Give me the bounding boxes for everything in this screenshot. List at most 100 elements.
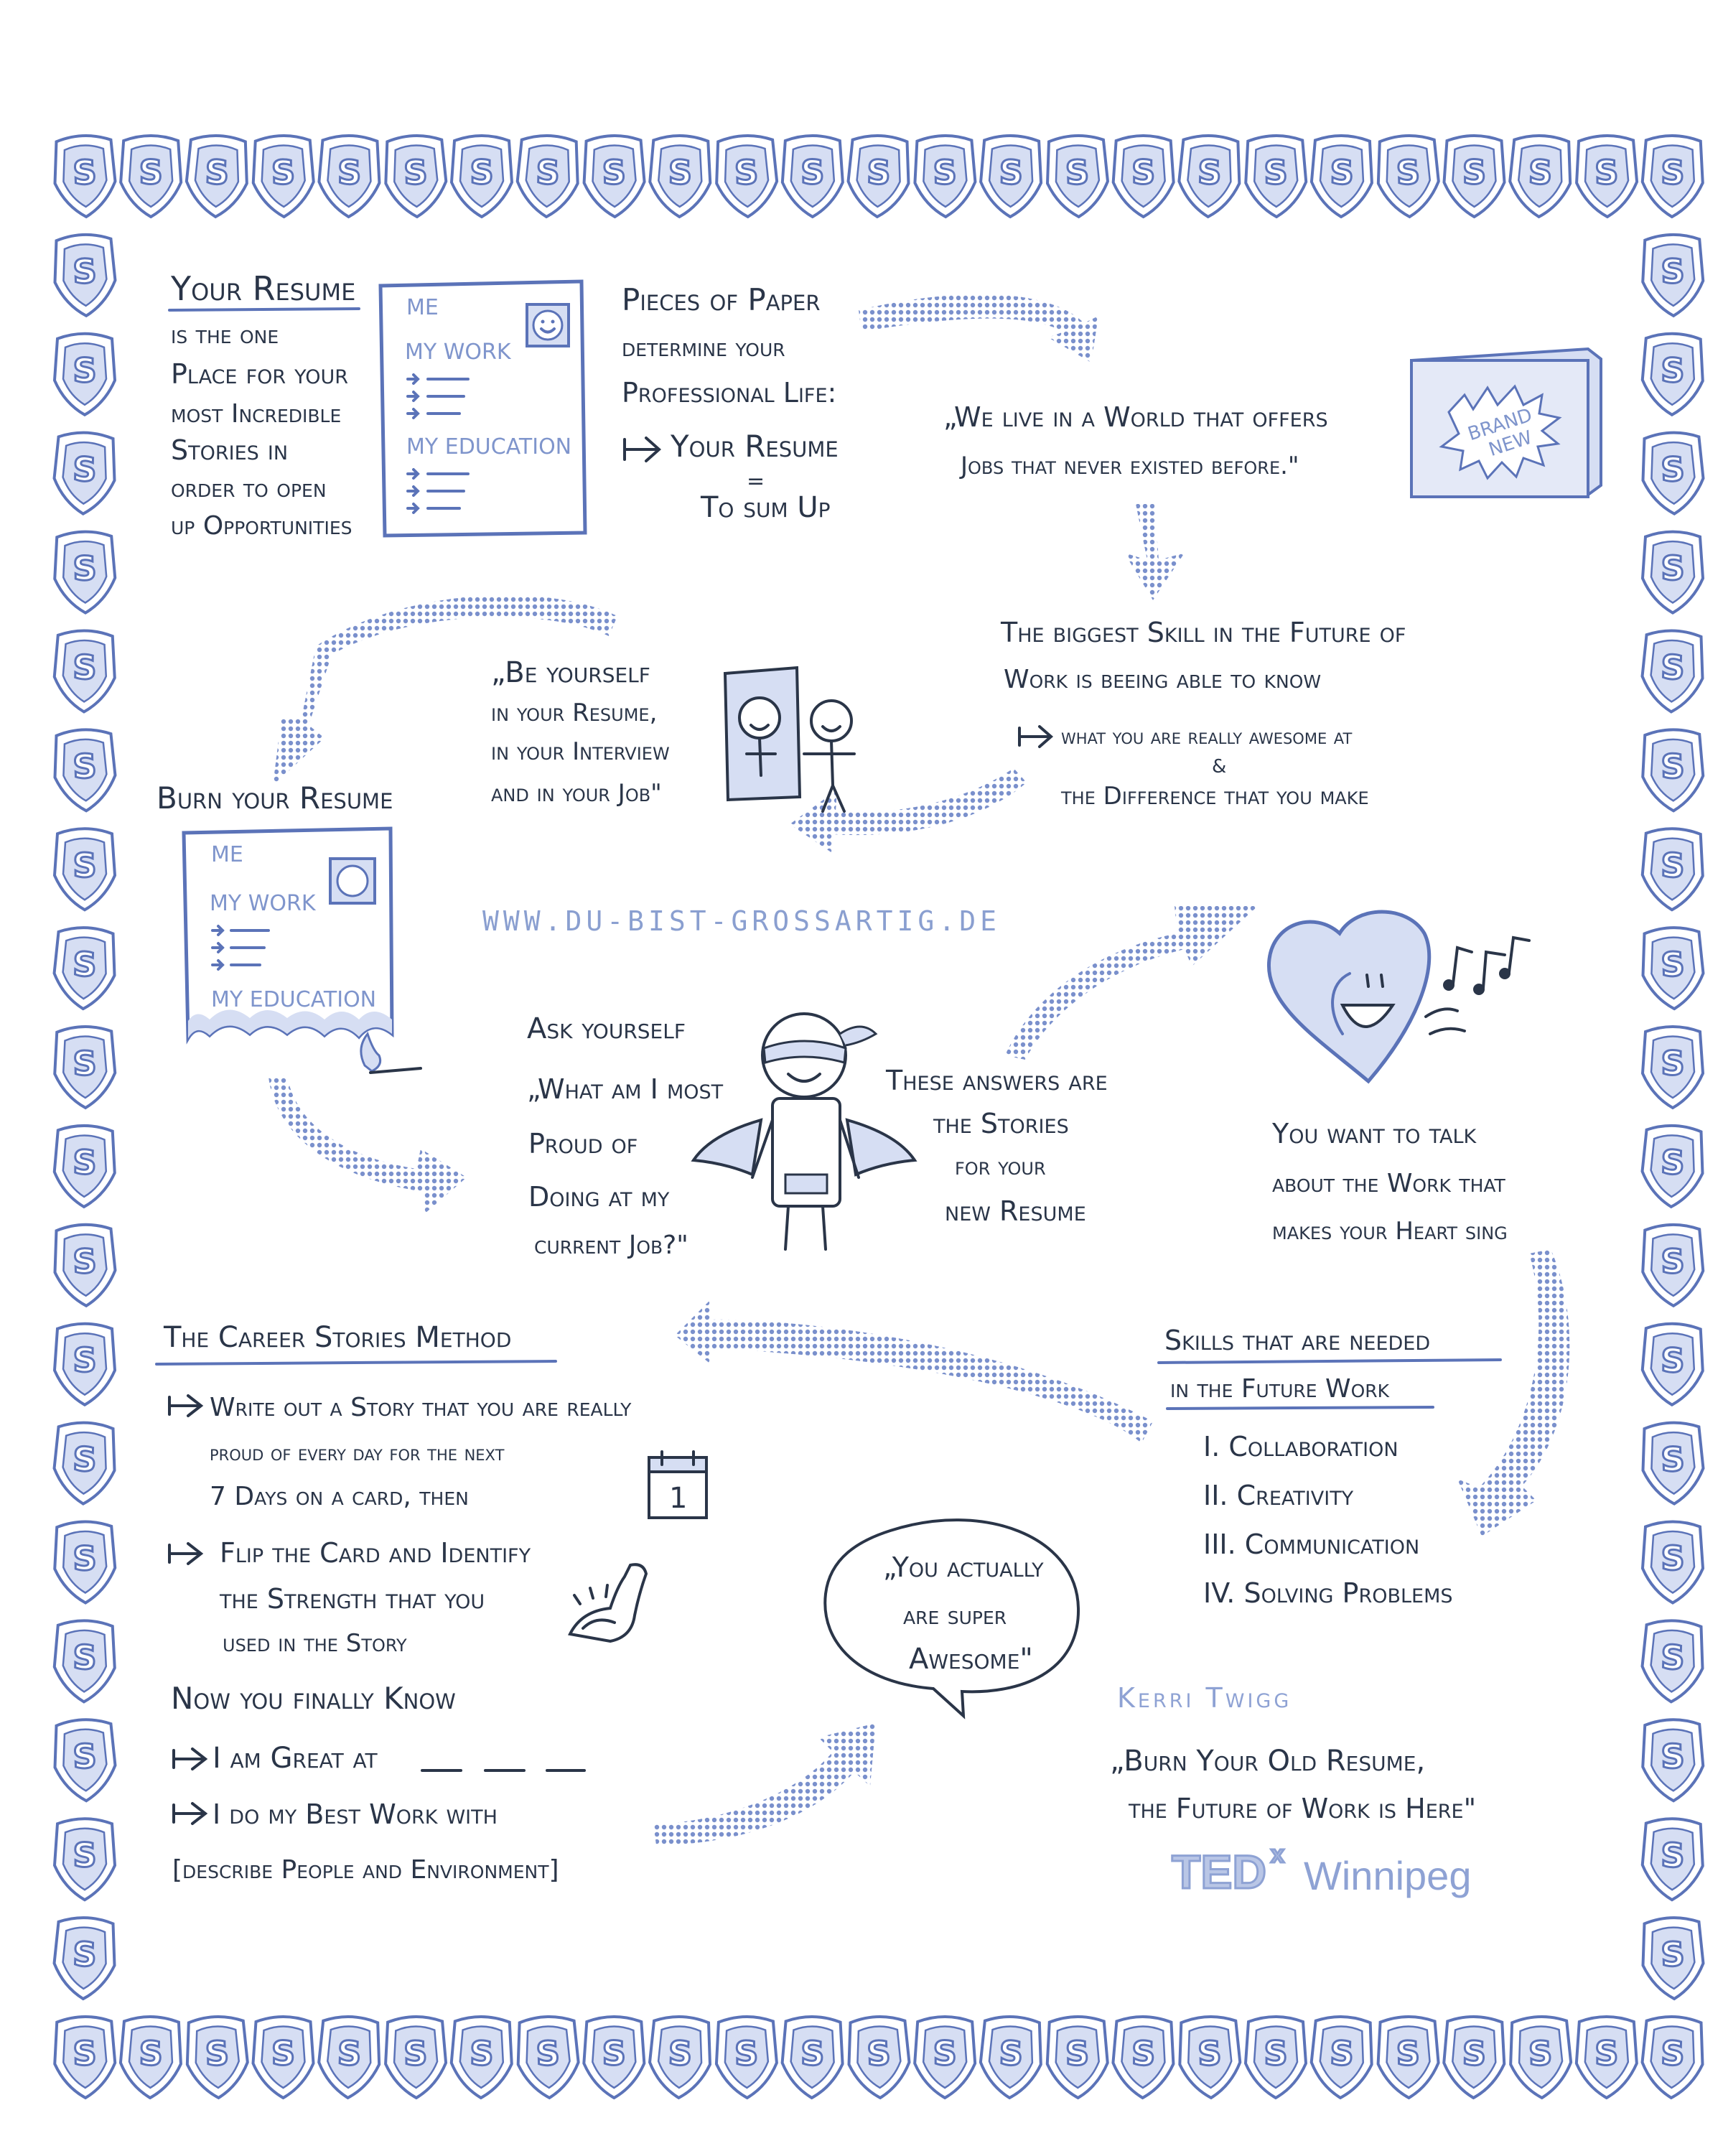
badge-letter: S [1661,1340,1685,1380]
badge-icon: S [53,332,116,416]
badge-letter: S [1396,2034,1420,2073]
pieces-line: Your Resume [670,429,839,464]
method-step-line: Write out a Story that you are really [210,1393,632,1422]
skills-needed-block: Skills that are needed in the Future Wor… [1157,1325,1502,1609]
badge-letter: S [1660,1439,1685,1479]
smiley-icon [336,864,369,897]
badge-letter: S [73,1638,97,1677]
heart-talk-line: makes your Heart sing [1272,1217,1508,1246]
badge-letter: S [337,153,362,192]
badge-icon: S [185,135,248,218]
method-know: Now you finally Know [171,1681,456,1716]
skill-item: IV. Solving Problems [1203,1577,1453,1609]
burn-card-work: MY WORK [210,891,317,916]
method-best: I do my Best Work with [213,1798,498,1830]
singing-heart-icon [1267,910,1531,1084]
badge-icon: S [979,2016,1042,2099]
badge-icon: S [449,2015,514,2100]
badge-icon: S [780,134,844,218]
method-block: The Career Stories Method Write out a St… [155,1321,708,1885]
badge-letter: S [403,2034,428,2073]
badge-letter: S [271,153,295,192]
badge-icon: S [648,2016,711,2099]
badge-letter: S [933,2034,957,2073]
badge-icon: S [1641,530,1704,615]
badge-letter: S [999,2033,1024,2073]
badge-letter: S [72,945,97,984]
badge-icon: S [53,827,116,912]
badge-icon: S [1640,1223,1706,1308]
badge-letter: S [1594,2034,1618,2073]
skills-title: Skills that are needed [1164,1325,1430,1356]
badge-icon: S [1309,134,1375,219]
badge-letter: S [734,2034,759,2073]
badge-icon: S [53,1817,116,1902]
smiley-icon [532,309,564,341]
badge-letter: S [72,1935,97,1974]
badge-letter: S [470,153,493,192]
mirror-icon [723,666,856,813]
badge-icon: S [186,2016,249,2099]
badge-letter: S [72,747,97,786]
badge-icon: S [52,628,117,714]
badge-icon: S [1574,134,1639,219]
heart-talk-line: You want to talk [1271,1118,1477,1149]
burning-resume-icon: ME MY WORK MY EDUCATION [182,826,422,1074]
method-great: I am Great at [213,1742,378,1775]
list-lines-icon [406,468,470,514]
badge-icon: S [1509,2016,1572,2099]
badge-letter: S [1661,351,1685,391]
pieces-line: Professional Life: [622,377,836,409]
badge-icon: S [1641,2016,1704,2099]
be-yourself-line: „Be yourself [491,656,650,689]
badge-icon: S [847,135,910,218]
badge-letter: S [1660,945,1685,984]
badge-icon: S [979,134,1044,219]
badge-icon: S [52,1519,118,1605]
badge-icon: S [1641,927,1704,1010]
pieces-equals: = [747,469,765,494]
badge-icon: S [1442,2015,1507,2100]
badge-icon: S [450,134,513,218]
superhero-icon [691,1012,917,1251]
badge-letter: S [1660,2033,1685,2073]
badge-letter: S [1197,2033,1222,2073]
badge-icon: S [52,1025,118,1110]
intro-title-underline [168,307,360,312]
heart-talk-line: about the Work that [1272,1169,1506,1198]
badge-icon: S [317,134,382,219]
pieces-line: determine your [622,333,785,363]
badge-letter: S [271,2034,295,2073]
badge-letter: S [73,1044,97,1083]
ask-yourself-block: Ask yourself „What am I most Proud of Do… [527,1012,724,1260]
ask-line: Ask yourself [527,1012,686,1045]
badge-letter: S [72,251,97,291]
dotted-arrow [269,1075,467,1213]
badge-icon: S [1641,1917,1704,2000]
be-yourself-line: in your Resume, [491,699,657,727]
skill-point: what you are really awesome at [1061,724,1352,750]
badge-letter: S [72,1439,97,1479]
dotted-arrow [675,1299,1153,1443]
badge-icon: S [53,1223,116,1307]
badge-icon: S [1640,1322,1705,1407]
badge-letter: S [999,153,1023,192]
arrow-right-icon [172,1802,208,1825]
badge-letter: S [1528,2033,1553,2073]
strong-arm-icon [568,1563,648,1643]
burn-card-me: ME [211,842,243,867]
badge-letter: S [800,2034,825,2073]
badge-letter: S [73,2034,97,2073]
dotted-arrow [790,768,1027,854]
badge-letter: S [72,152,97,192]
badge-letter: S [1661,252,1685,291]
badge-letter: S [73,1341,96,1380]
badge-letter: S [1660,449,1685,489]
list-lines-icon [406,373,470,419]
badge-letter: S [73,846,96,885]
dotted-arrow [1124,504,1185,600]
quote-world-line: Jobs that never existed before." [959,452,1299,480]
badge-letter: S [1462,2034,1486,2073]
badge-letter: S [1661,747,1685,786]
ask-line: Proud of [528,1128,638,1159]
